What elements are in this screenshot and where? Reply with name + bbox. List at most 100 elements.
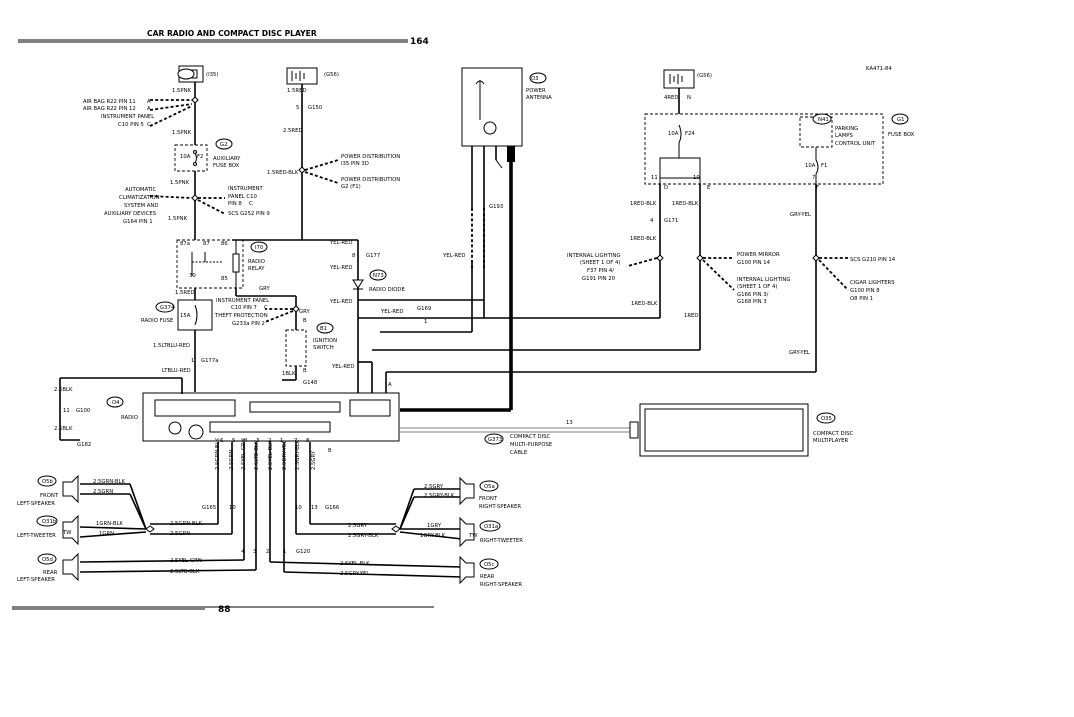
label-il8: G168 PIN 3 xyxy=(737,299,767,305)
label-g148: G148 xyxy=(303,380,318,386)
label-g150n: 5 xyxy=(296,105,299,111)
label-rl2: LEFT-SPEAKER xyxy=(17,577,55,583)
label-w50: 1RED-BLK xyxy=(630,236,657,242)
label-g182: G182 xyxy=(77,442,91,448)
label-g2: G2 xyxy=(220,142,227,148)
label-w25: 2.5GRY-BLK xyxy=(424,493,455,499)
label-g177an: 1 xyxy=(191,358,194,364)
label-f2a: 10A xyxy=(180,154,191,160)
label-g166n2: 13 xyxy=(311,505,318,511)
label-w13b: B xyxy=(303,318,307,324)
label-ab1: AIR BAG R22 PIN 11 xyxy=(83,99,136,105)
radio-knob-left xyxy=(168,421,182,435)
page-number: 88 xyxy=(218,605,231,615)
label-ac2: CLIMATIZATION xyxy=(119,195,160,201)
label-pm2: G100 PIN 14 xyxy=(737,260,771,266)
label-w10: YEL-RED xyxy=(442,253,465,259)
label-g177n: 8 xyxy=(352,253,356,259)
label-rr2: RELAY xyxy=(248,266,265,272)
label-o5c: O5c xyxy=(484,562,495,568)
right-tweeter xyxy=(459,516,475,548)
label-g165n: 10 xyxy=(229,505,236,511)
label-cdm2: MULTIPLAYER xyxy=(813,438,849,444)
label-w2: 1.5RED xyxy=(287,88,307,94)
label-pd3: POWER DISTRIBUTION xyxy=(341,177,400,183)
label-ip1: INSTRUMENT PANEL xyxy=(101,114,154,120)
label-w7: 1.5PNK xyxy=(168,216,188,222)
antenna-motor-icon xyxy=(483,121,497,135)
label-w51: 1RED-BLK xyxy=(631,301,658,307)
label-r87: 87 xyxy=(203,241,210,247)
label-ref: KA471-84 xyxy=(866,66,892,72)
label-f15: 15A xyxy=(180,313,191,319)
label-w33: 1GRY-BLK xyxy=(420,533,446,539)
label-w31: 2.5GRY-BLK xyxy=(348,533,379,539)
label-o5a: O5a xyxy=(484,484,495,490)
label-g56a: (G56) xyxy=(324,72,339,78)
label-w26: 1GRN-BLK xyxy=(96,521,123,527)
label-p8: 8 xyxy=(306,438,310,444)
label-rr4: RIGHT-SPEAKER xyxy=(480,582,522,588)
label-pa1: POWER xyxy=(526,88,546,94)
compact-disc-multiplayer xyxy=(639,403,809,457)
label-ac1: AUTOMATIC xyxy=(125,187,156,193)
label-rd: RADIO DIODE xyxy=(369,287,405,293)
label-w52: 1RED xyxy=(684,313,698,319)
label-p6: 6 xyxy=(220,438,224,444)
label-cl2: G100 PIN 8 xyxy=(850,288,880,294)
label-tp2: G233a PIN 2 xyxy=(232,321,265,327)
label-fr2: RIGHT-SPEAKER xyxy=(479,504,521,510)
label-g56b: (G56) xyxy=(697,73,712,79)
label-w34: 2.5YEL-GRN xyxy=(170,558,202,564)
label-w5: 1.5RED-BLK xyxy=(267,170,299,176)
label-f2: F2 xyxy=(197,154,203,160)
label-cdc2: MULTI-PURPOSE xyxy=(510,442,553,448)
label-il5: INTERNAL LIGHTING xyxy=(737,277,790,283)
label-g171: G171 xyxy=(664,218,678,224)
label-o31a: O31a xyxy=(484,524,498,530)
label-pB: B xyxy=(328,448,332,454)
label-ip7b: C xyxy=(264,305,268,311)
label-w39: 2.5GRN xyxy=(229,450,235,470)
label-o5b: O5b xyxy=(42,479,54,485)
label-pA: A xyxy=(388,382,392,388)
label-il3: F37 PIN 4/ xyxy=(587,268,614,274)
label-ip5: PIN 8 xyxy=(228,201,242,207)
ignition-switch xyxy=(285,329,307,367)
label-w30: 2.5GRY xyxy=(348,523,368,529)
label-tp1: THEFT PROTECTION xyxy=(214,313,268,319)
label-g150: G150 xyxy=(308,105,323,111)
label-p4: 4 xyxy=(244,438,248,444)
label-g100n: 11 xyxy=(63,408,70,414)
label-w32: 1GRY xyxy=(427,523,442,529)
label-r85: 85 xyxy=(221,276,228,282)
radio-knob-right xyxy=(188,424,204,440)
auxiliary-fuse-box xyxy=(174,144,208,172)
label-rr3: REAR xyxy=(480,574,495,580)
label-i70: I70 xyxy=(255,245,264,251)
label-ab2b: A xyxy=(147,106,151,112)
radio-relay xyxy=(176,239,244,289)
label-ac3: SYSTEM AND xyxy=(124,203,158,209)
label-w12: GRY xyxy=(259,286,270,292)
label-ip2b: C xyxy=(147,122,151,128)
label-lt: LEFT-TWEETER xyxy=(17,533,56,539)
label-w35: 2.5LTB-BLK xyxy=(170,569,200,575)
label-tw1: TW xyxy=(62,530,72,536)
label-pE: E xyxy=(707,185,711,191)
label-is1: IGNITION xyxy=(313,338,337,344)
label-w11: 1.5RED xyxy=(175,290,195,296)
label-g120n1: 1 xyxy=(283,549,286,555)
label-ab2: AIR BAG R22 PIN 12 xyxy=(83,106,136,112)
label-ip5b: C xyxy=(249,201,253,207)
label-w47: 1RED-BLK xyxy=(630,201,657,207)
label-pin10: 10 xyxy=(693,175,700,181)
label-cl1: CIGAR LIGHTERS xyxy=(850,280,895,286)
label-w18: 1BLK xyxy=(282,371,296,377)
label-il2: (SHEET 1 OF 4) xyxy=(580,260,620,266)
label-cl3: O8 PIN 1 xyxy=(850,296,873,302)
label-w28: 2.5GRN-BLK xyxy=(170,521,202,527)
label-scs2: SCS G210 PIN 14 xyxy=(850,257,896,263)
label-pa2: ANTENNA xyxy=(526,95,552,101)
label-pd4: G2 (F1) xyxy=(341,184,361,190)
